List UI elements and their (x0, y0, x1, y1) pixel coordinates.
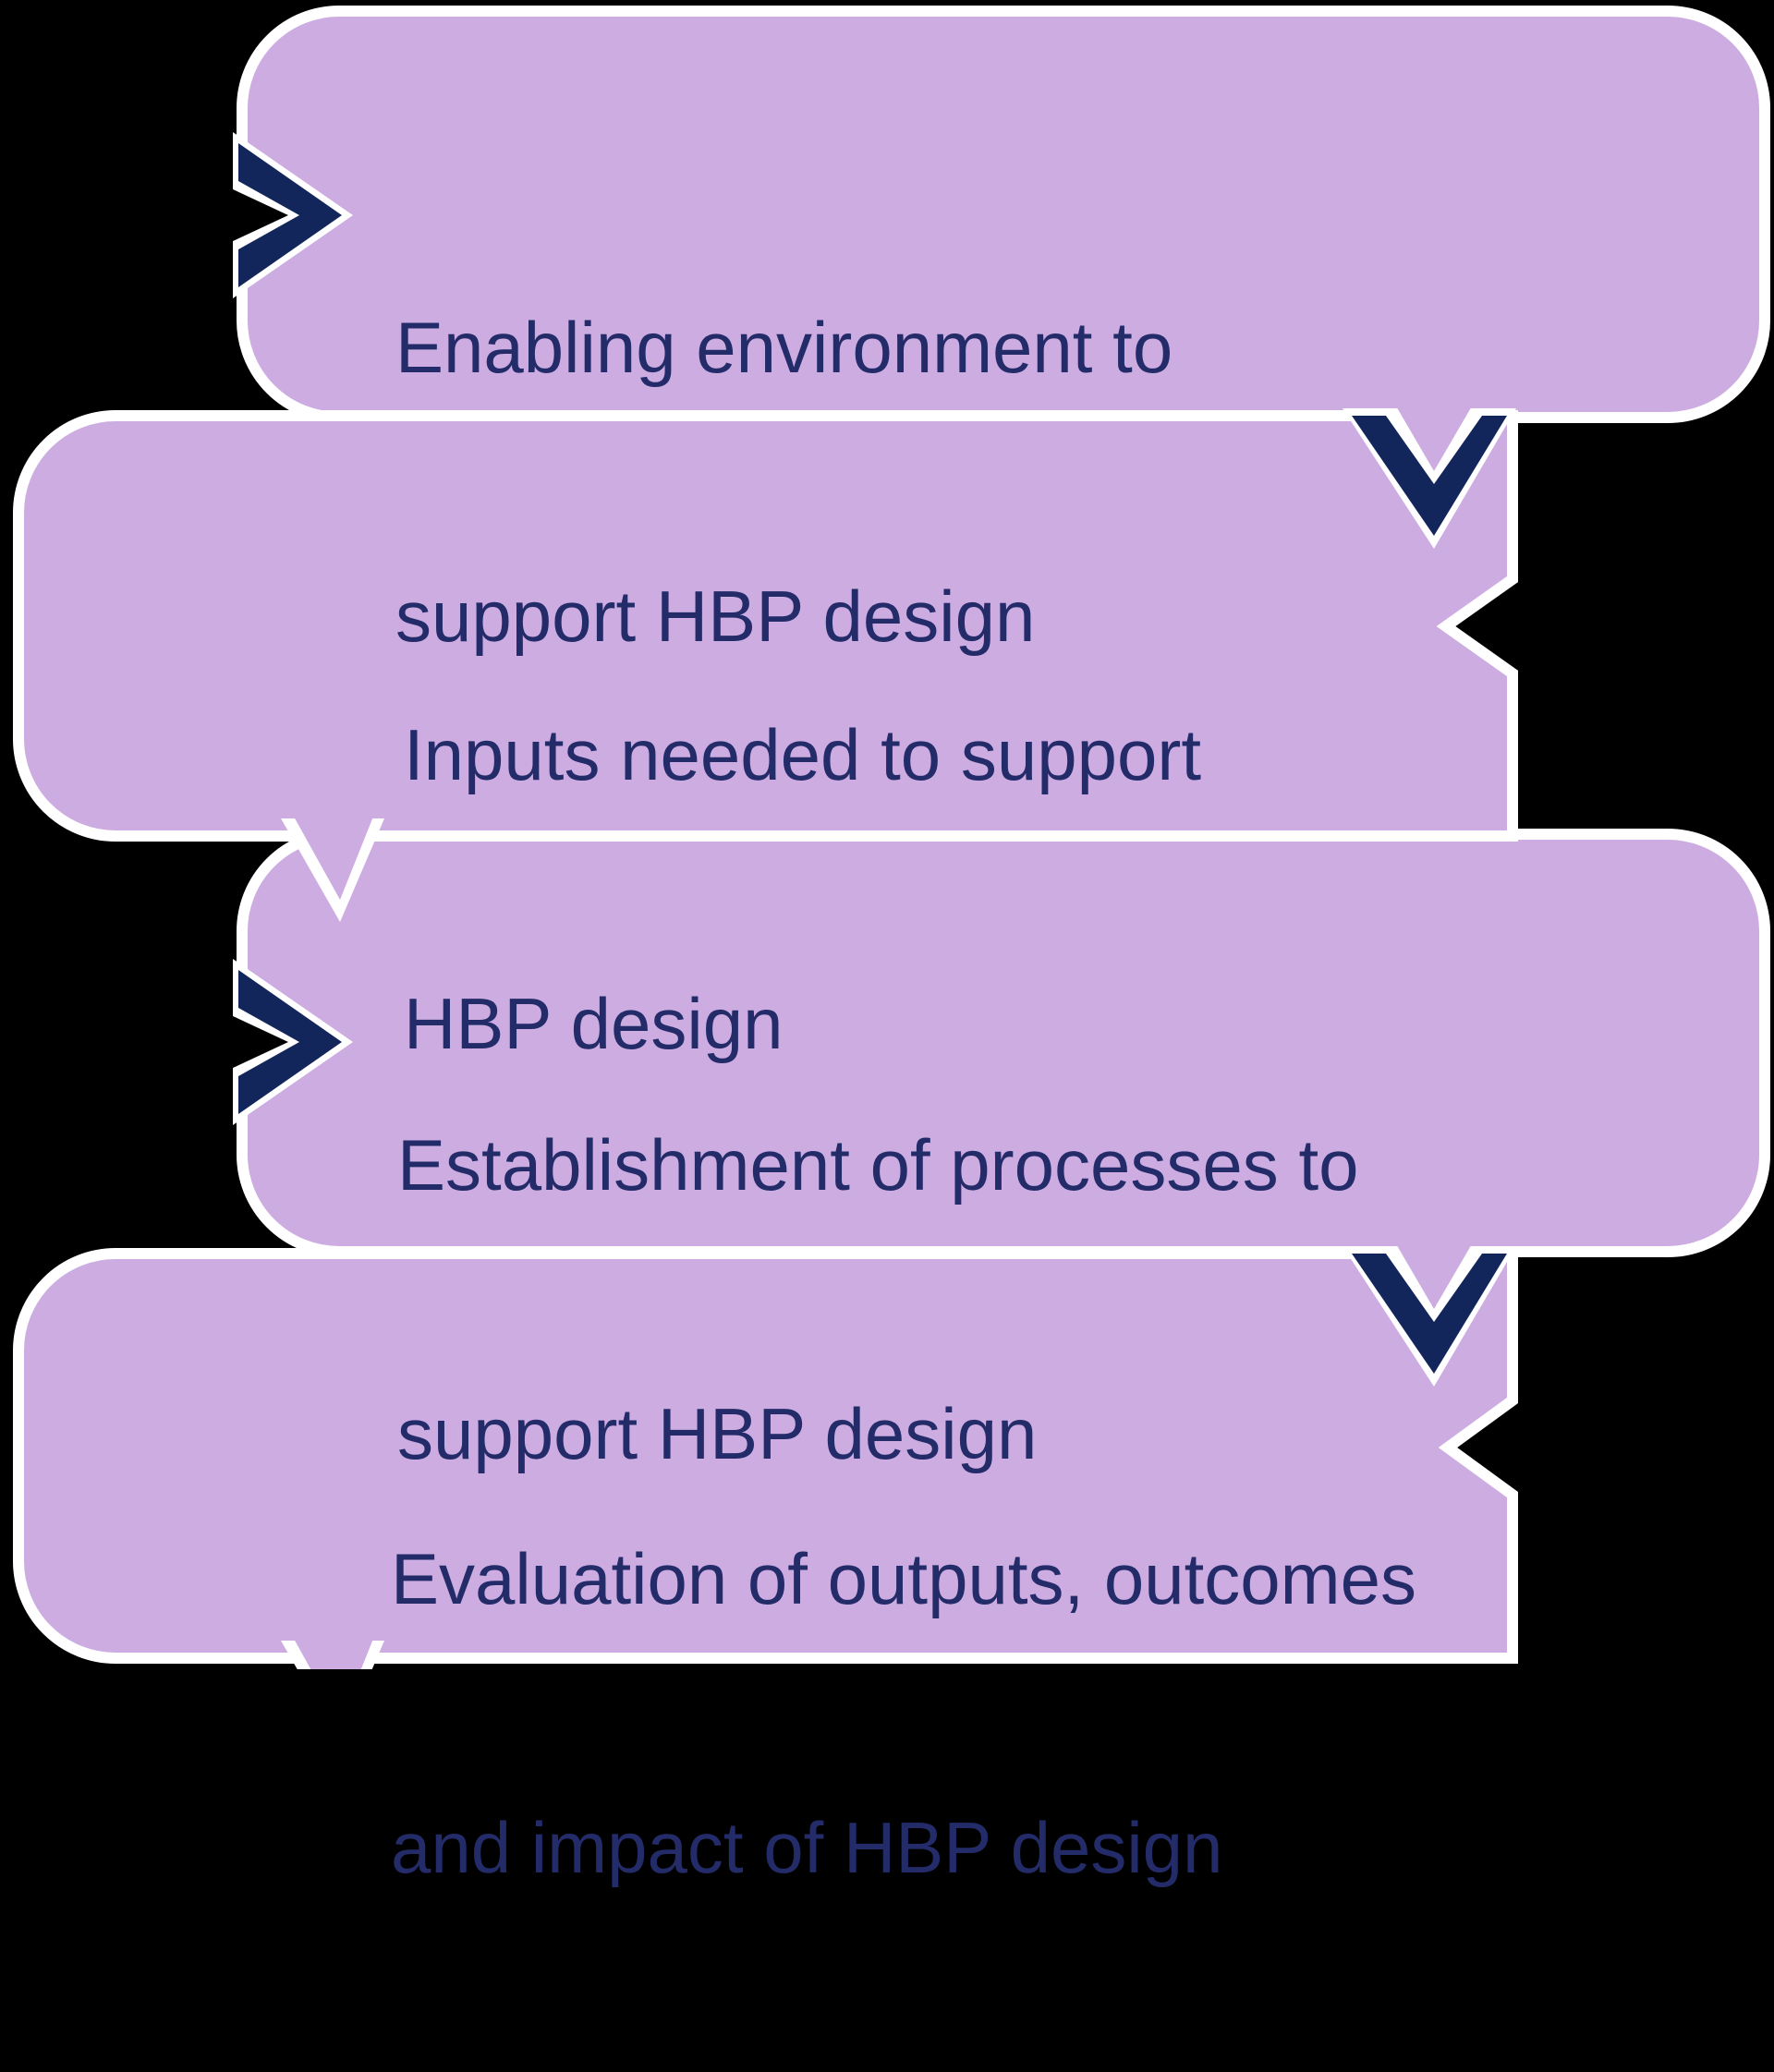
chevron-down-icon (1343, 405, 1516, 549)
step-3-label-line-1: Establishment of processes to (397, 1124, 1359, 1206)
step-2-label-line-1: Inputs needed to support (404, 714, 1201, 795)
step-2-box (13, 410, 1518, 842)
process-diagram: Enabling environment to support HBP desi… (13, 6, 1770, 1888)
step-4-box (13, 1248, 1518, 1664)
step-4-tail (281, 1639, 384, 1669)
step-2-label: Inputs needed to support HBP design (404, 531, 1201, 1248)
step-4-label-line-1: Evaluation of outputs, outcomes (391, 1538, 1417, 1619)
step-1-label: Enabling environment to support HBP desi… (395, 124, 1173, 841)
chevron-down-icon (1343, 1242, 1516, 1387)
step-3-label-line-2: support HBP design (397, 1393, 1038, 1474)
chevron-right-icon (231, 959, 353, 1125)
step-4-label-line-2: and impact of HBP design (391, 1807, 1223, 1888)
process-diagram-canvas (13, 6, 1770, 1669)
step-2-tail (281, 817, 384, 922)
step-1-label-line-1: Enabling environment to (395, 307, 1173, 388)
chevron-right-icon (231, 132, 353, 298)
step-2-label-line-2: HBP design (404, 983, 784, 1064)
step-3-label: Establishment of processes to support HB… (397, 941, 1359, 1658)
step-4-label: Evaluation of outputs, outcomes and impa… (391, 1355, 1416, 2072)
step-1-label-line-2: support HBP design (395, 576, 1036, 657)
